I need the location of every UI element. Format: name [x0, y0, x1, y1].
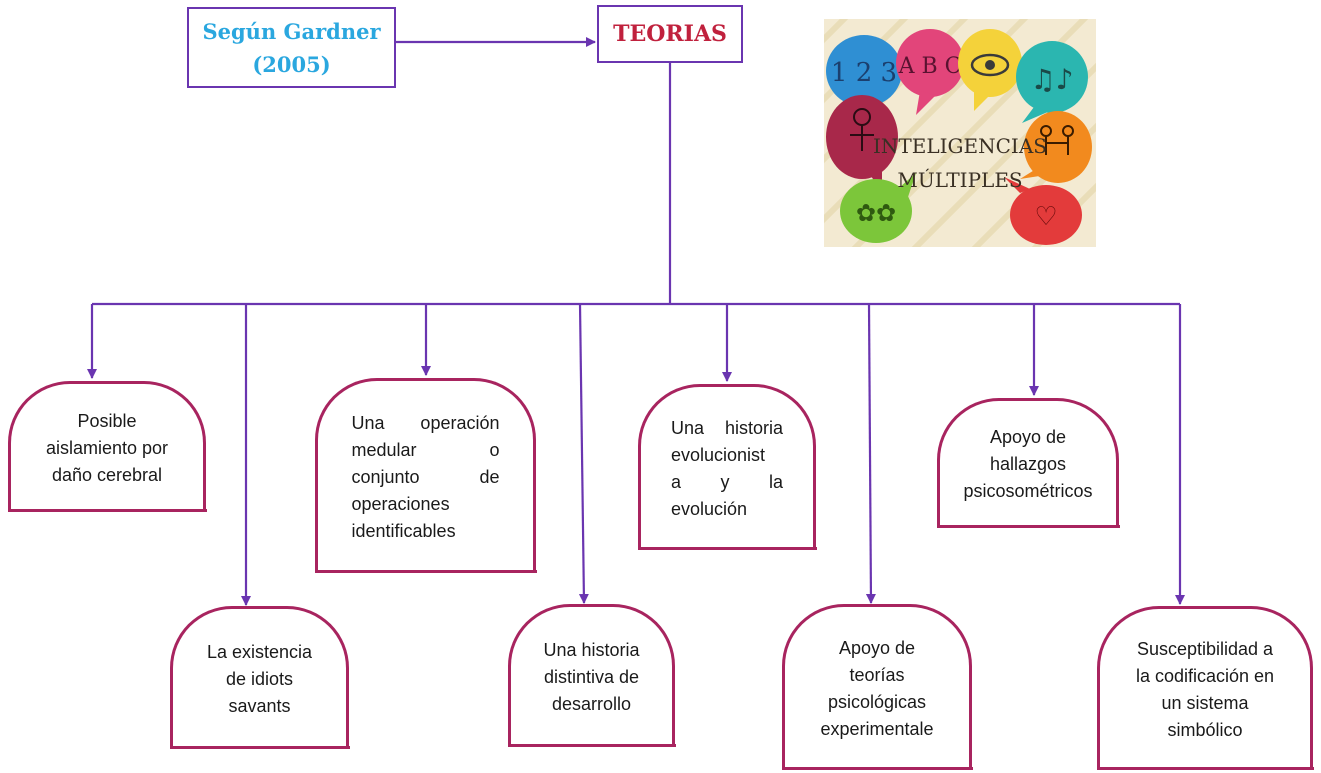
criterion-3-line-1: Una operación	[351, 412, 500, 433]
criterion-brain-damage-box: Posible aislamiento por daño cerebral	[7, 381, 207, 512]
illustration-title-line-2: MÚLTIPLES	[897, 167, 1022, 192]
criterion-3-line-4: operaciones	[351, 493, 450, 514]
criterion-core-operation-box: Una operación medular o conjunto de oper…	[314, 378, 537, 573]
criterion-4-line-3: desarrollo	[551, 693, 632, 714]
criterion-5-line-3: a y la	[671, 471, 783, 492]
criterion-5-line-2: evolucionist	[671, 444, 766, 465]
criterion-8-line-4: simbólico	[1167, 719, 1243, 740]
criterion-2-line-2: de idiots	[225, 668, 294, 689]
source-line-1: Según Gardner	[202, 18, 381, 44]
criterion-developmental-history-box: Una historia distintiva de desarrollo	[507, 604, 676, 747]
speech-bubble-people	[1020, 111, 1092, 183]
svg-text:♡: ♡	[1034, 202, 1057, 232]
svg-text:✿✿: ✿✿	[856, 199, 896, 227]
criterion-6-line-2: teorías	[849, 664, 905, 685]
criterion-3-line-5: identificables	[351, 520, 456, 541]
criterion-4-line-2: distintiva de	[543, 666, 640, 687]
criterion-6-line-3: psicológicas	[827, 691, 927, 712]
criterion-8-line-1: Susceptibilidad a	[1136, 638, 1274, 659]
theories-box: TEORIAS	[597, 5, 743, 63]
illustration-title-line-1: INTELIGENCIAS	[873, 134, 1047, 158]
criterion-6-line-1: Apoyo de	[838, 637, 916, 658]
speech-bubble-letters: A B C	[896, 29, 964, 115]
criterion-7-line-1: Apoyo de	[989, 427, 1067, 447]
speech-bubble-eye	[958, 29, 1022, 111]
criterion-idiot-savants-box: La existencia de idiots savants	[169, 606, 350, 749]
theories-title: TEORIAS	[613, 21, 727, 47]
criterion-2-line-3: savants	[228, 695, 291, 716]
criterion-2-line-1: La existencia	[206, 641, 313, 662]
multiple-intelligences-illustration: 1 2 3 A B C ♫♪ ✿✿ ♡ INTELIGENCIAS MÚLTIP…	[824, 19, 1096, 247]
drop-4	[578, 303, 589, 604]
svg-text:A B C: A B C	[898, 54, 962, 79]
svg-text:♫♪: ♫♪	[1031, 63, 1074, 96]
criterion-4-line-1: Una historia	[543, 639, 640, 660]
criterion-evolutionary-history-box: Una historia evolucionist a y la evoluci…	[637, 384, 817, 550]
criterion-8-line-3: un sistema	[1161, 692, 1249, 713]
drop-6	[865, 303, 876, 604]
source-box: Según Gardner (2005)	[187, 7, 396, 88]
criterion-5-line-1: Una historia	[671, 417, 783, 438]
speech-bubble-heart: ♡	[1004, 177, 1082, 245]
criterion-symbolic-encoding-box: Susceptibilidad a la codificación en un …	[1096, 606, 1314, 770]
criterion-1-line-2: aislamiento por	[45, 437, 169, 458]
criterion-psychometric-findings-box: Apoyo de hallazgos psicosométricos	[936, 398, 1120, 528]
criterion-5-line-4: evolución	[671, 498, 748, 519]
criterion-7-line-3: psicosométricos	[963, 481, 1093, 501]
criterion-3-line-3: conjunto de	[351, 466, 500, 487]
criterion-1-line-3: daño cerebral	[51, 464, 163, 485]
criterion-experimental-psychology-box: Apoyo de teorías psicológicas experiment…	[781, 604, 973, 770]
speech-bubble-music: ♫♪	[1016, 41, 1088, 123]
criterion-7-line-2: hallazgos	[989, 454, 1067, 474]
source-line-2: (2005)	[252, 51, 331, 77]
criterion-8-line-2: la codificación en	[1135, 665, 1275, 686]
criterion-6-line-4: experimentale	[820, 718, 934, 739]
svg-text:1 2 3: 1 2 3	[831, 58, 897, 88]
speech-bubble-flowers: ✿✿	[840, 173, 916, 243]
criterion-3-line-2: medular o	[351, 439, 500, 460]
criterion-1-line-1: Posible	[77, 410, 137, 431]
